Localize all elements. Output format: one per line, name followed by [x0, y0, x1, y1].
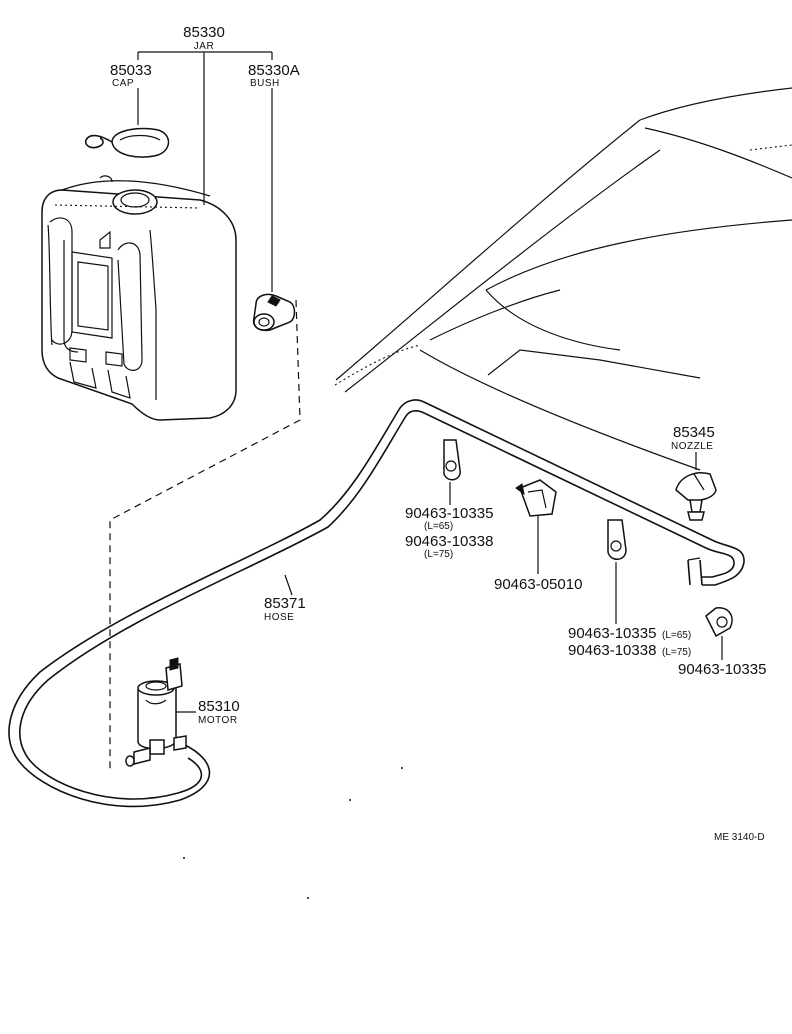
svg-text:90463-05010: 90463-05010	[494, 576, 582, 593]
svg-text:85330: 85330	[183, 24, 225, 41]
svg-text:CAP: CAP	[112, 78, 134, 89]
motor-part	[125, 657, 196, 767]
svg-text:(L=65): (L=65)	[424, 521, 453, 532]
clip-part	[515, 479, 557, 574]
svg-text:(L=65): (L=65)	[662, 630, 691, 641]
label-hose: 85371 HOSE	[264, 595, 306, 623]
label-jar: 85330 JAR	[183, 24, 225, 52]
clamp-a-part	[443, 439, 461, 505]
svg-text:85033: 85033	[110, 62, 152, 79]
clamp-c-part	[705, 607, 733, 660]
label-bush: 85330A BUSH	[248, 62, 300, 89]
label-clamp-c: 90463-10335	[678, 661, 766, 678]
leader-lines-top	[109, 51, 301, 770]
svg-text:MOTOR: MOTOR	[198, 715, 238, 726]
svg-text:ME 3140-D: ME 3140-D	[714, 832, 765, 843]
svg-text:90463-10335: 90463-10335	[568, 625, 656, 642]
svg-text:85330A: 85330A	[248, 62, 300, 79]
label-clamp-b: 90463-10335 (L=65) 90463-10338 (L=75)	[568, 625, 691, 659]
jar-part	[41, 175, 237, 421]
svg-text:85310: 85310	[198, 698, 240, 715]
svg-text:85345: 85345	[673, 424, 715, 441]
svg-text:JAR: JAR	[194, 41, 214, 52]
diagram-code: ME 3140-D	[714, 832, 765, 843]
svg-text:BUSH: BUSH	[250, 78, 280, 89]
svg-text:(L=75): (L=75)	[662, 647, 691, 658]
car-body-outline	[334, 87, 792, 471]
clamp-b-part	[607, 519, 627, 624]
hose-part	[8, 399, 745, 808]
svg-text:NOZZLE: NOZZLE	[671, 441, 713, 452]
svg-text:90463-10335: 90463-10335	[405, 505, 493, 522]
label-cap: 85033 CAP	[110, 62, 152, 89]
svg-text:85371: 85371	[264, 595, 306, 612]
bush-part	[252, 293, 296, 332]
svg-text:(L=75): (L=75)	[424, 549, 453, 560]
svg-text:90463-10338: 90463-10338	[568, 642, 656, 659]
nozzle-part	[675, 452, 717, 521]
cap-part	[84, 127, 170, 158]
svg-text:HOSE: HOSE	[264, 612, 294, 623]
label-clamp-a: 90463-10335 (L=65) 90463-10338 (L=75)	[405, 505, 493, 560]
label-nozzle: 85345 NOZZLE	[671, 424, 715, 452]
label-motor: 85310 MOTOR	[198, 698, 240, 726]
scan-specks	[183, 767, 403, 899]
svg-text:90463-10338: 90463-10338	[405, 533, 493, 550]
label-clip: 90463-05010	[494, 576, 582, 593]
svg-text:90463-10335: 90463-10335	[678, 661, 766, 678]
